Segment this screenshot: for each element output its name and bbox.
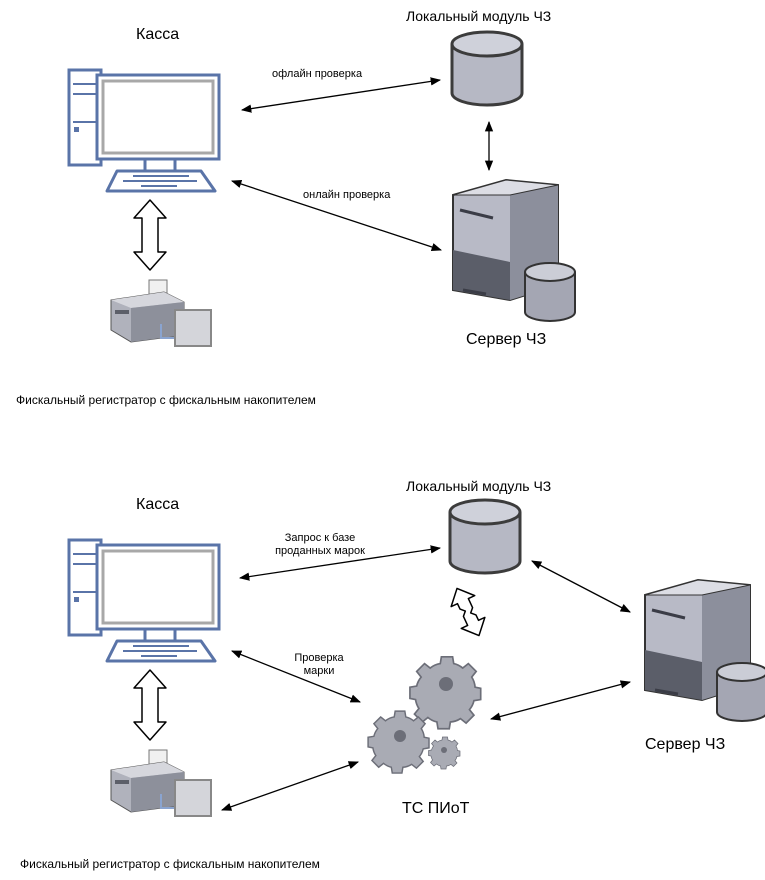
gears-icon xyxy=(367,655,482,774)
online-check-label: онлайн проверка xyxy=(303,189,391,201)
piot-label: ТС ПИоТ xyxy=(402,800,470,817)
arrow-check xyxy=(231,650,361,703)
arrow-online-check xyxy=(231,179,442,252)
request-label: Запрос к базе проданных марок xyxy=(268,532,372,557)
check-label-line2: марки xyxy=(303,664,335,677)
request-label-line2: проданных марок xyxy=(275,544,365,557)
double-arrow-local-piot xyxy=(450,587,486,637)
arrow-offline-check xyxy=(240,77,442,113)
local-module-db-1 xyxy=(450,30,524,107)
server-label-1: Сервер ЧЗ xyxy=(466,331,547,348)
kassa-label-2: Касса xyxy=(136,496,180,513)
fiscal-printer-2 xyxy=(110,749,212,817)
check-label: Проверка марки xyxy=(287,652,351,677)
arrow-request xyxy=(238,545,442,581)
request-label-line1: Запрос к базе xyxy=(284,532,356,544)
double-arrow-kassa-printer-1 xyxy=(133,199,167,271)
server-label-2: Сервер ЧЗ xyxy=(645,736,726,753)
double-arrow-kassa-printer-2 xyxy=(133,669,167,741)
local-module-db-2 xyxy=(448,498,522,575)
offline-check-label: офлайн проверка xyxy=(272,68,363,80)
kassa-computer-1 xyxy=(67,68,221,193)
check-label-line1: Проверка xyxy=(294,652,344,664)
fiscal-printer-1 xyxy=(110,279,212,347)
fiscal-caption-1: Фискальный регистратор с фискальным нако… xyxy=(16,393,316,407)
local-module-label-1: Локальный модуль ЧЗ xyxy=(406,8,552,24)
server-2 xyxy=(643,578,765,723)
kassa-label-1: Касса xyxy=(136,26,180,43)
kassa-computer-2 xyxy=(67,538,221,663)
arrow-printer-gears xyxy=(221,761,359,811)
arrow-local-server-2 xyxy=(531,560,631,613)
fiscal-caption-2: Фискальный регистратор с фискальным нако… xyxy=(20,857,320,871)
local-module-label-2: Локальный модуль ЧЗ xyxy=(406,478,552,494)
server-1 xyxy=(451,178,577,323)
arrow-gears-server xyxy=(489,680,632,721)
